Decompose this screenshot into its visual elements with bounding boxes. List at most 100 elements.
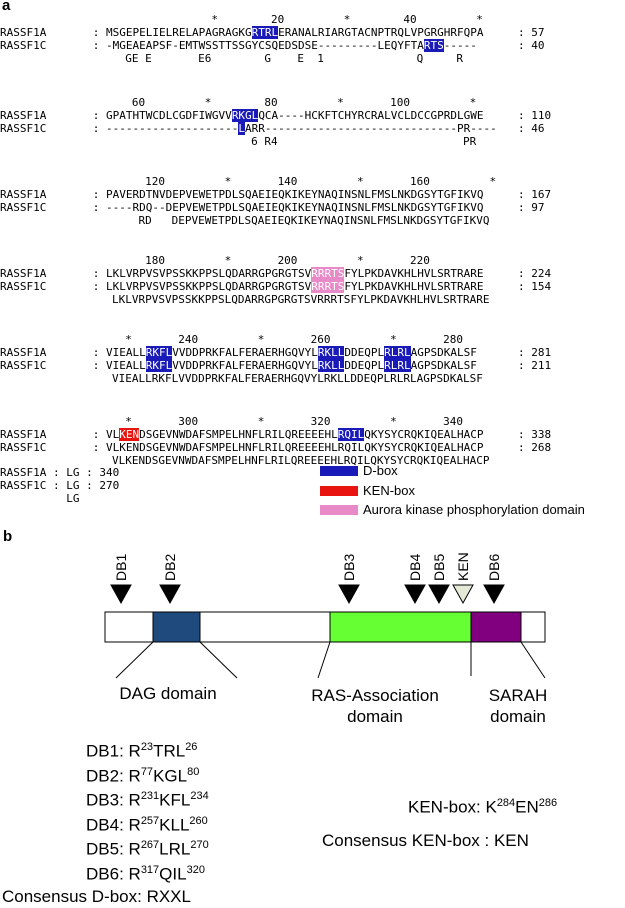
- dag-leader-left: [115, 641, 154, 679]
- marker-label-db1: DB1: [113, 554, 129, 581]
- dag-domain-block: [152, 611, 201, 643]
- sequence-name: RASSF1C: [0, 441, 47, 454]
- dbox-start: 317: [140, 863, 160, 876]
- alignment-ruler: 180 * 200 * 220: [112, 254, 430, 267]
- aurora-kinase-highlight: RRRTS: [311, 280, 345, 293]
- dbox-name: DB2: [86, 766, 120, 786]
- alignment-row-rassf1c: RASSF1C : LKLVRPVSVPSSKKPPSLQDARRGPGRGTS…: [0, 280, 484, 293]
- kenbox-start: 284: [496, 797, 516, 809]
- dbox-highlight: RKFL: [145, 346, 173, 359]
- dag-domain-label: DAG domain: [119, 684, 217, 703]
- alignment-ruler: 120 * 140 * 160 *: [112, 175, 497, 188]
- sequence-end-number: : 110: [518, 109, 552, 122]
- dbox-start: 77: [140, 765, 154, 778]
- consensus-row: LKLVRPVSVPSSKKPPSLQDARRGPGRGTSVRRRTSFYLP…: [112, 293, 490, 306]
- consensus-row: VIEALLRKFLVVDDPRKFALFERAERHGQVYLRKLLDDEQ…: [112, 372, 483, 385]
- dbox-end: 234: [190, 790, 209, 802]
- dbox-highlight: RQIL: [337, 428, 365, 441]
- sequence-end-number: : 154: [518, 280, 552, 293]
- marker-triangle-db6: [483, 584, 505, 605]
- sequence-name: RASSF1A: [0, 428, 47, 441]
- panel-b-label: b: [3, 528, 13, 545]
- marker-triangle-db3: [338, 584, 360, 605]
- alignment-ruler: * 300 * 320 * 340: [112, 415, 463, 428]
- dbox-name: DB1: [86, 741, 120, 761]
- sequence-end-number: : 268: [518, 441, 552, 454]
- ras-association-domain-block: [329, 611, 472, 643]
- dbox-highlight: RKGL: [231, 109, 259, 122]
- kenbox-residues: KEN-box: K284EN286: [408, 797, 557, 818]
- dbox-start: 267: [140, 839, 160, 851]
- consensus-kenbox: Consensus KEN-box : KEN: [322, 831, 529, 850]
- alignment-row-rassf1c: RASSF1C : VIEALLRKFLVVDDPRKFALFERAERHGQV…: [0, 359, 477, 372]
- dbox-highlight: L: [238, 122, 246, 135]
- dbox-residue: R: [128, 790, 141, 810]
- dbox-highlight: RTS: [423, 39, 444, 52]
- sequence-end-number: : 40: [518, 39, 545, 52]
- dbox-start: 231: [140, 790, 160, 802]
- marker-triangle-db1: [110, 584, 132, 605]
- sequence-alignment: * 20 * 40 *RASSF1A : MSGEPELIELRELAPAGRA…: [0, 13, 552, 505]
- marker-label-ken: KEN: [455, 552, 471, 581]
- marker-triangle-db4: [404, 584, 426, 605]
- aurora-kinase-highlight: RRRTS: [311, 267, 345, 280]
- alignment-tail-c-line: RASSF1C : LG : 270: [0, 479, 120, 492]
- sarah-leader-right: [520, 641, 546, 679]
- dbox-residue: R: [128, 741, 141, 761]
- sequence-end-number: : 46: [518, 122, 545, 135]
- sequence-name: RASSF1C: [0, 280, 47, 293]
- sequence-end-number: : 57: [518, 26, 545, 39]
- dbox-name: DB5: [86, 839, 120, 859]
- marker-label-db6: DB6: [486, 554, 502, 581]
- marker-label-db2: DB2: [162, 554, 178, 581]
- dbox-entry-db4: DB4: R257KLL260: [86, 814, 208, 835]
- ras-association-domain-label: RAS-Association domain: [311, 686, 439, 726]
- alignment-row-rassf1c: RASSF1C : ----RDQ--DEPVEWETPDLSQAEIEQKIK…: [0, 201, 484, 214]
- legend-swatch-1: [320, 486, 358, 496]
- sequence-name: RASSF1A: [0, 346, 47, 359]
- marker-label-db3: DB3: [341, 554, 357, 581]
- dbox-entry-db3: DB3: R231KFL234: [86, 790, 209, 810]
- alignment-row-rassf1a: RASSF1A : VLKENDSGEVNWDAFSMPELHNFLRILQRE…: [0, 428, 484, 441]
- dbox-name: DB3: [86, 790, 120, 810]
- legend-swatch-0: [320, 466, 358, 476]
- dbox-end: 26: [185, 741, 198, 753]
- legend-label-1: KEN-box: [363, 483, 416, 498]
- alignment-tail-cons: LG: [0, 492, 80, 505]
- dbox-motif: TRL: [153, 741, 186, 761]
- alignment-ruler: * 240 * 260 * 280: [112, 333, 463, 346]
- alignment-row-rassf1a: RASSF1A : MSGEPELIELRELAPAGRAGKGRTRLERAN…: [0, 26, 484, 39]
- sequence-name: RASSF1C: [0, 359, 47, 372]
- kenbox-mid: EN: [515, 797, 539, 817]
- kenbox-highlight: KEN: [119, 428, 140, 441]
- alignment-ruler: * 20 * 40 *: [112, 13, 483, 26]
- sequence-name: RASSF1A: [0, 267, 47, 280]
- alignment-row-rassf1c: RASSF1C : -MGEAEAPSF-EMTWSSTTSSGYCSQEDSD…: [0, 39, 477, 52]
- kenbox-end: 286: [538, 797, 558, 809]
- sequence-name: RASSF1A: [0, 188, 47, 201]
- dbox-highlight: RLRL: [384, 346, 411, 359]
- dbox-motif: KLL: [159, 815, 190, 835]
- dbox-residue: R: [128, 839, 141, 859]
- consensus-row: RD DEPVEWETPDLSQAEIEQKIKEYNAQINSNLFMSLNK…: [112, 214, 490, 227]
- dbox-entry-db2: DB2: R77KGL80: [86, 765, 200, 786]
- marker-triangle-db2: [159, 584, 181, 605]
- dbox-motif: KGL: [153, 766, 188, 786]
- legend-swatch-2: [320, 505, 358, 515]
- dbox-highlight: RKLL: [317, 346, 345, 359]
- consensus-row: GE E E6 G E 1 Q R: [112, 52, 463, 65]
- sequence-end-number: : 211: [518, 359, 552, 372]
- dbox-highlight: RTRL: [251, 26, 279, 39]
- sequence-end-number: : 281: [518, 346, 552, 359]
- marker-label-db4: DB4: [407, 554, 423, 581]
- legend-label-0: D-box: [363, 463, 398, 478]
- dbox-highlight: RKFL: [145, 359, 173, 372]
- alignment-row-rassf1c: RASSF1C : --------------------LARR------…: [0, 122, 497, 135]
- legend-label-2: Aurora kinase phosphorylation domain: [363, 502, 585, 517]
- sequence-name: RASSF1C: [0, 122, 47, 135]
- dbox-end: 270: [190, 839, 209, 851]
- dbox-entry-db5: DB5: R267LRL270: [86, 839, 209, 859]
- sequence-end-number: : 338: [518, 428, 552, 441]
- dbox-entry-db1: DB1: R23TRL26: [86, 741, 198, 761]
- dbox-entry-db6: DB6: R317QIL320: [86, 863, 205, 884]
